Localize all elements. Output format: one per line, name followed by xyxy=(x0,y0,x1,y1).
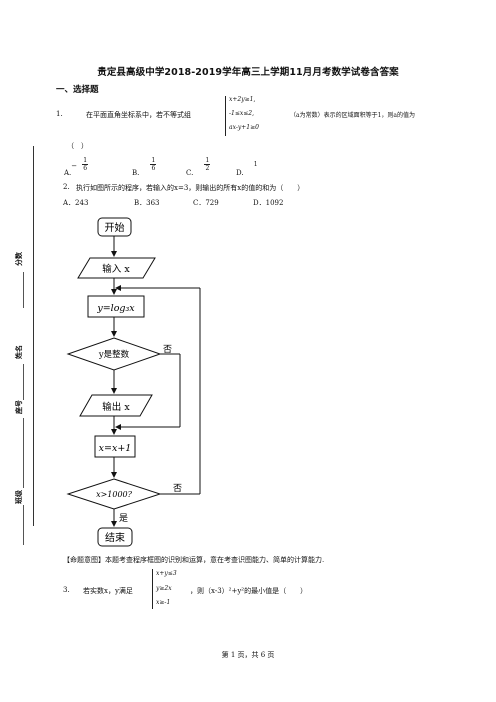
margin-label-seat: 座号 xyxy=(15,400,23,414)
margin-label-name: 姓名 xyxy=(15,345,23,359)
flow-cond2-text: x>1000? xyxy=(96,490,133,499)
flow-end-box xyxy=(97,527,133,547)
page-title: 贵定县高级中学2018-2019学年高三上学期11月月考数学试卷含答案 xyxy=(97,67,399,78)
flow-input-text: 输入 x xyxy=(102,263,130,275)
flow-yes2-label: 是 xyxy=(119,513,128,524)
q3-brace xyxy=(152,569,153,609)
page-footer: 第 1 页，共 6 页 xyxy=(221,651,275,659)
flow-input-box xyxy=(77,257,156,279)
q3-system-line: x+y≤3 xyxy=(156,570,177,577)
flow-no1-label: 否 xyxy=(163,344,172,355)
q2-option-a: A．243 xyxy=(63,199,89,207)
flow-incr-text: x=x+1 xyxy=(99,443,132,454)
q1-paren: （ ） xyxy=(67,142,88,150)
q1-number: 1. xyxy=(56,110,63,118)
q1-brace xyxy=(225,96,226,136)
margin-label-score: 分数 xyxy=(15,252,23,266)
margin-underline xyxy=(23,418,24,488)
q3-system-line: x≥-1 xyxy=(156,599,171,606)
q3-number: 3. xyxy=(63,586,70,594)
flow-incr-box xyxy=(94,435,136,458)
flow-end-text: 结束 xyxy=(105,531,125,544)
flow-assign-text: y=log₃x xyxy=(96,303,135,314)
flow-no2-label: 否 xyxy=(173,483,182,494)
flow-assign-box xyxy=(87,295,145,318)
q1-text-b: （a为常数）表示的区域面积等于1，则a的值为 xyxy=(290,112,415,119)
q1-system-line: x+2y≥1, xyxy=(229,96,256,103)
flow-output-text: 输出 x xyxy=(102,401,130,413)
flow-cond1-text: y是整数 xyxy=(98,349,130,360)
margin-underline xyxy=(23,505,24,545)
q3-text-a: 若实数x，y满足 xyxy=(83,587,133,595)
q2-number: 2. xyxy=(63,183,70,191)
q1-option-d: D. 1 xyxy=(236,161,258,177)
q2-option-b: B．363 xyxy=(134,199,160,207)
q2-text: 执行如图所示的程序，若输入的x=3，则输出的所有x的值的和为（ ） xyxy=(76,184,305,192)
q2-option-c: C．729 xyxy=(193,199,219,207)
margin-binding-line xyxy=(33,146,34,526)
analysis-note: 【命题意图】本题考查程序框图的识别和运算，意在考查识图能力、简单的计算能力. xyxy=(63,556,325,564)
q1-system-line: -1≤x≤2, xyxy=(229,110,255,117)
flow-output-box xyxy=(79,394,153,417)
q2-option-d: D．1092 xyxy=(253,199,284,207)
section-heading: 一、选择题 xyxy=(56,85,99,95)
margin-label-class: 班级 xyxy=(15,490,23,504)
margin-underline xyxy=(23,364,24,400)
q3-system-line: y≥2x xyxy=(156,585,172,592)
flow-start-text: 开始 xyxy=(105,221,125,234)
q1-system-line: ax-y+1≥0 xyxy=(229,124,259,131)
q1-text-a: 在平面直角坐标系中，若不等式组 xyxy=(86,111,191,119)
margin-underline xyxy=(23,272,24,308)
q3-text-b: ，则（x-3）²+y²的最小值是（ ） xyxy=(190,587,308,595)
